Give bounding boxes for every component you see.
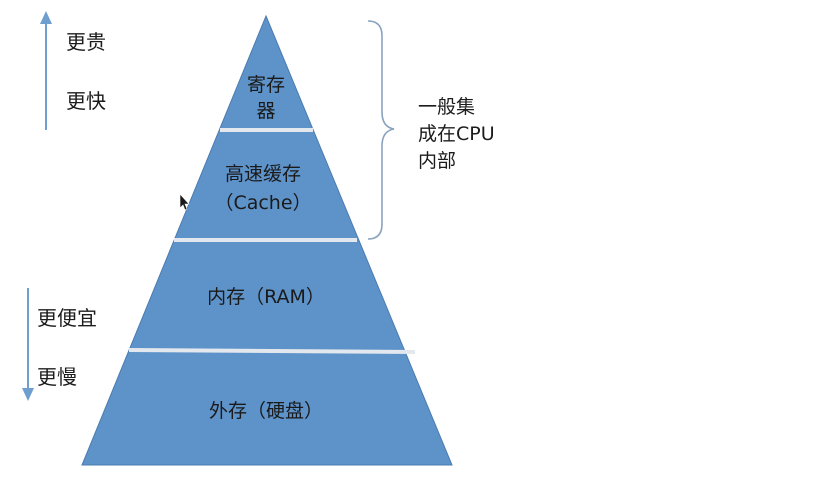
layer-ram-label: 内存（RAM）: [207, 286, 325, 308]
bottom-label-slower: 更慢: [37, 365, 77, 389]
mouse-cursor-icon: [179, 193, 190, 211]
bracket-note-line-1: 一般集: [418, 96, 475, 118]
bracket-note-line-3: 内部: [418, 150, 456, 172]
layer-register-line-2: 器: [256, 100, 275, 122]
curly-bracket-icon: [367, 20, 395, 240]
pyramid: [81, 14, 453, 466]
layer-disk-label: 外存（硬盘）: [209, 400, 323, 422]
layer-separator: [128, 348, 416, 354]
top-label-expensive: 更贵: [66, 30, 106, 54]
down-arrow-icon: [22, 288, 34, 401]
layer-register-line-1: 寄存: [247, 74, 285, 96]
up-arrow-icon: [40, 11, 52, 130]
top-label-faster: 更快: [66, 89, 106, 113]
bracket-note-line-2: 成在CPU: [418, 123, 495, 145]
bottom-label-cheaper: 更便宜: [37, 306, 97, 330]
layer-cache-line-1: 高速缓存: [225, 163, 301, 185]
layer-cache-line-2: （Cache）: [214, 192, 311, 214]
